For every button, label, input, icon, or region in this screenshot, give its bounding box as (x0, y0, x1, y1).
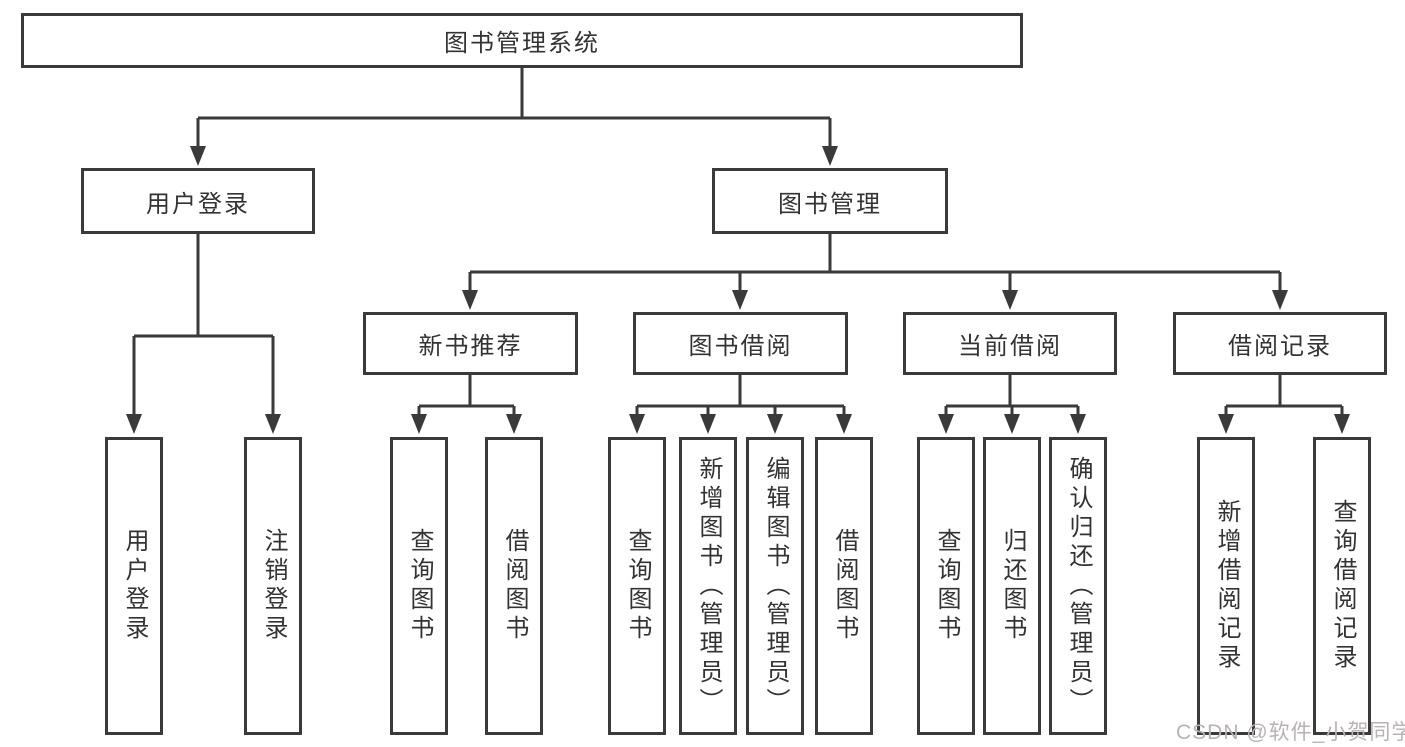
leaf-borrow-add-books-admin: 新增图书（管理员） (679, 437, 737, 735)
node-new-book-recommend: 新书推荐 (363, 312, 578, 375)
leaf-current-return-books: 归还图书 (983, 437, 1041, 735)
leaf-records-add-record: 新增借阅记录 (1197, 437, 1255, 735)
leaf-records-query-record: 查询借阅记录 (1313, 437, 1371, 735)
leaf-newbook-query-books: 查询图书 (390, 437, 448, 735)
leaf-user-login: 用户登录 (105, 437, 163, 735)
node-book-borrow: 图书借阅 (633, 312, 848, 375)
leaf-borrow-edit-books-admin: 编辑图书（管理员） (746, 437, 804, 735)
arrowheads (126, 146, 1350, 434)
watermark: CSDN @软件_小贺同学 (1176, 721, 1405, 744)
node-root: 图书管理系统 (21, 13, 1023, 68)
node-book-management: 图书管理 (712, 168, 948, 234)
node-user-login: 用户登录 (81, 168, 315, 234)
leaf-newbook-borrow-books: 借阅图书 (485, 437, 543, 735)
node-current-borrow: 当前借阅 (903, 312, 1117, 375)
leaf-current-query-books: 查询图书 (917, 437, 975, 735)
leaf-current-confirm-return-admin: 确认归还（管理员） (1049, 437, 1107, 735)
leaf-logout: 注销登录 (244, 437, 302, 735)
leaf-borrow-query-books: 查询图书 (608, 437, 666, 735)
leaf-borrow-borrow-books: 借阅图书 (815, 437, 873, 735)
node-borrow-records: 借阅记录 (1173, 312, 1387, 375)
